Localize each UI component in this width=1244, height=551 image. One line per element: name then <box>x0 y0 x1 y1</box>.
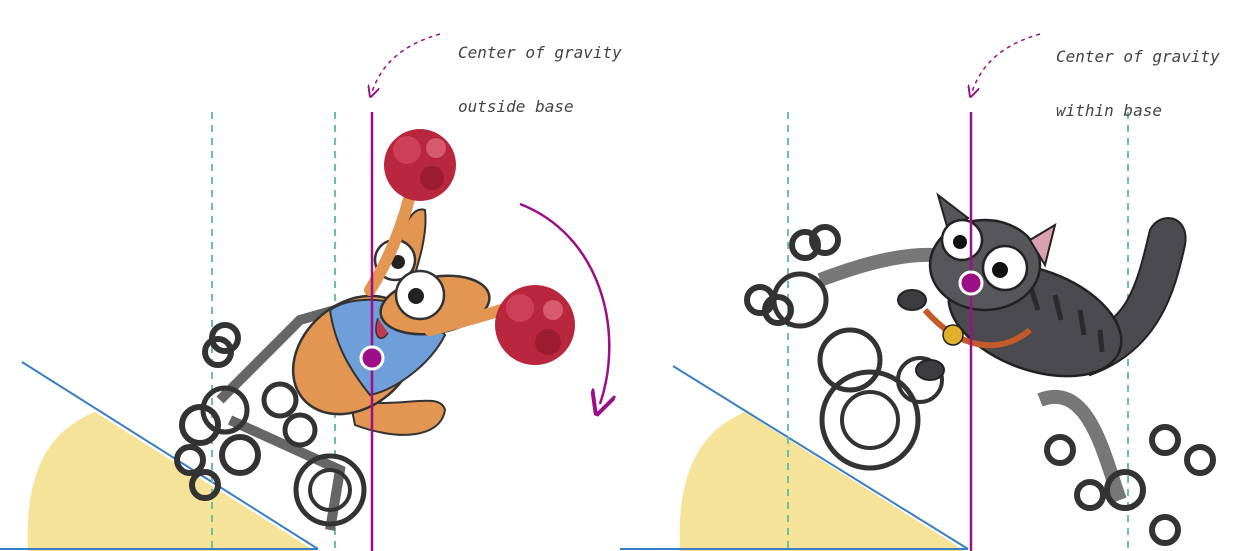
caption-pointer-right <box>972 34 1040 92</box>
center-of-gravity-marker-left <box>361 347 383 369</box>
caption-right: Center of gravity within base <box>1056 12 1220 138</box>
center-of-gravity-marker-right <box>960 272 982 294</box>
pompom-lower <box>495 285 575 365</box>
caption-left-line2: outside base <box>458 98 622 116</box>
caption-right-line2: within base <box>1056 102 1220 120</box>
hill-left <box>28 412 315 551</box>
pompom-upper <box>384 129 456 201</box>
cat-character <box>898 195 1186 398</box>
caption-left: Center of gravity outside base <box>458 8 622 134</box>
caption-pointer-left <box>372 34 440 92</box>
caption-left-line1: Center of gravity <box>458 44 622 62</box>
kangaroo-character <box>269 129 575 439</box>
caption-right-line1: Center of gravity <box>1056 48 1220 66</box>
